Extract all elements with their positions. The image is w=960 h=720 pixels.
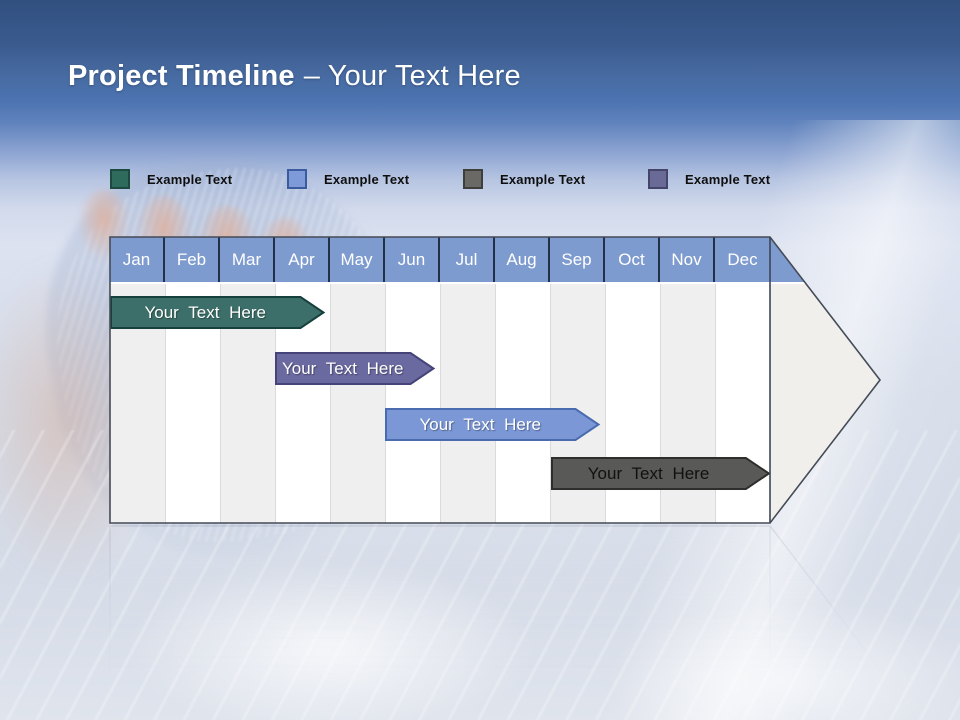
legend-item: Example Text <box>287 169 409 189</box>
legend-item: Example Text <box>648 169 770 189</box>
task-label: Your Text Here <box>281 358 404 378</box>
month-column <box>330 284 385 523</box>
legend-label: Example Text <box>147 171 233 187</box>
task-label: Your Text Here <box>144 302 266 322</box>
legend-item: Example Text <box>463 169 585 189</box>
month-cell: Jan <box>110 237 165 282</box>
legend-swatch-gray <box>463 169 483 189</box>
task-bar <box>551 457 771 490</box>
task-bar <box>385 408 601 441</box>
month-column <box>440 284 495 523</box>
header-divider <box>110 282 880 284</box>
slide-title: Project Timeline– Your Text Here <box>68 60 521 93</box>
month-cell: Oct <box>605 237 660 282</box>
month-cell: Aug <box>495 237 550 282</box>
month-cell: Sep <box>550 237 605 282</box>
slide-title-main: Project Timeline <box>68 60 295 92</box>
month-column <box>385 284 440 523</box>
month-cell: Jul <box>440 237 495 282</box>
task-label: Your Text Here <box>419 414 541 434</box>
task-bar <box>275 352 436 385</box>
task-bar <box>110 296 326 329</box>
month-column <box>495 284 550 523</box>
legend-label: Example Text <box>324 171 410 187</box>
chart-reflection <box>109 525 881 720</box>
slide-title-subtitle: – Your Text Here <box>303 60 521 92</box>
legend-item: Example Text <box>110 169 232 189</box>
legend-swatch-teal <box>110 169 130 189</box>
month-cell: Mar <box>220 237 275 282</box>
legend-swatch-purple <box>648 169 668 189</box>
legend-label: Example Text <box>500 171 586 187</box>
legend-label: Example Text <box>685 171 771 187</box>
month-cell: Apr <box>275 237 330 282</box>
month-cell: Jun <box>385 237 440 282</box>
month-cell: Dec <box>727 249 758 269</box>
month-cell: Feb <box>165 237 220 282</box>
chart-arrow-outline <box>109 236 882 524</box>
task-label: Your Text Here <box>587 463 710 483</box>
legend-swatch-blue <box>287 169 307 189</box>
month-cell: May <box>330 237 385 282</box>
month-cell: Nov <box>660 237 715 282</box>
